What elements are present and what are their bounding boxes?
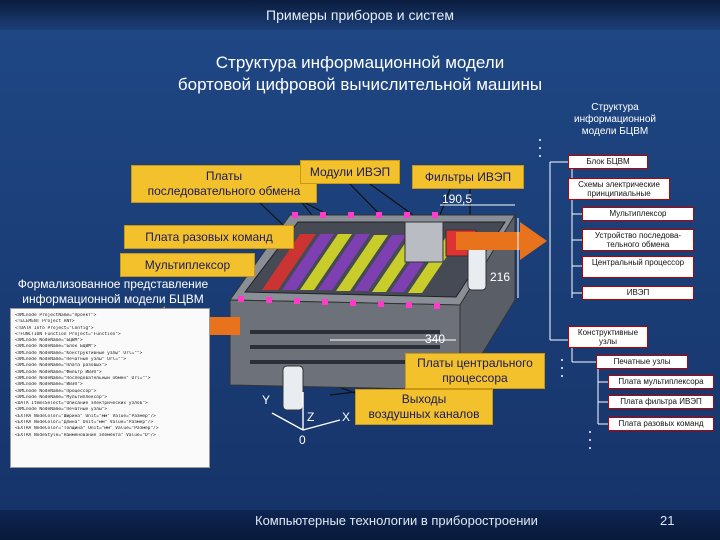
- callout-multiplexer: Мультиплексор: [120, 253, 255, 277]
- xml-line: <XMLnode NodeName="БЦВМ">: [15, 338, 83, 344]
- dimension-190-5: 190,5: [442, 192, 473, 206]
- callout-serial-boards-line2: последовательного обмена: [147, 184, 301, 198]
- slide-title-line2: бортовой цифровой вычислительной машины: [177, 75, 543, 94]
- callout-cpu-boards-line2: процессора: [442, 371, 508, 385]
- page-number: 21: [660, 513, 675, 528]
- xml-line: <DATA ItemsSelect="Описание электрически…: [15, 401, 148, 407]
- tree-node-printed-units[interactable]: Печатные узлы: [596, 355, 688, 369]
- xml-line: <EXTRA NodeColor="Длина" Unit="мм" Value…: [15, 420, 154, 426]
- tree-node-mux-board[interactable]: Плата мультиплексора: [608, 375, 714, 389]
- axis-z-label: Z: [307, 410, 315, 424]
- xml-line: <!DATA Info Project="Config">: [15, 325, 94, 331]
- callout-serial-boards: Платы последовательного обмена: [131, 165, 317, 203]
- slide-title-line1: Структура информационной модели: [215, 53, 505, 72]
- xml-line: <!ELEMENT Project ANY>: [15, 319, 75, 325]
- xml-line: <XMLnode NodeName="Процессор">: [15, 388, 97, 394]
- xml-line: <XMLnode NodeName="Печатные узлы" Url=""…: [15, 357, 127, 363]
- tree-node-ivep[interactable]: ИВЭП: [582, 286, 694, 300]
- header-bar: [0, 0, 720, 30]
- callout-air-outlets-line1: Выходы: [401, 392, 447, 406]
- formal-representation-title: Формализованное представление информацио…: [8, 277, 218, 307]
- xml-listing: <XMLnode ProjectName="Проект"> <!ELEMENT…: [10, 308, 210, 468]
- xml-line: <XMLnode NodeName="Последовательный обме…: [15, 375, 151, 381]
- callout-ivep-filters: Фильтры ИВЭП: [412, 165, 524, 189]
- slide-title: Структура информационной модели бортовой…: [150, 52, 570, 96]
- footer-bar: [0, 510, 720, 540]
- dimension-216: 216: [490, 270, 511, 284]
- xml-line: <XMLnode NodeName="Мультиплексор">: [15, 394, 108, 400]
- xml-line: <EXTRA NodeColor="Толщина" Unit="мм" Val…: [15, 426, 159, 432]
- xml-line: <XMLnode NodeName="Конструктивные узлы" …: [15, 350, 143, 356]
- axis-x-label: X: [342, 410, 351, 424]
- xml-line: <XMLnode NodeName="Фильтр ИВЭП">: [15, 369, 102, 375]
- callout-cpu-boards: Платы центрального процессора: [405, 353, 545, 389]
- axis-origin-label: 0: [299, 433, 306, 447]
- xml-line: <!FUNCTION Function Project="Function">: [15, 331, 121, 337]
- xml-line: <XMLnode NodeName="Блок БЦВМ">: [15, 344, 97, 350]
- tree-node-structural-units[interactable]: Конструктивные узлы: [568, 326, 648, 348]
- callout-air-outlets-line2: воздушных каналов: [368, 407, 480, 421]
- tree-node-cpu[interactable]: Центральный процессор: [582, 256, 694, 278]
- formal-line2: информационной модели БЦВМ: [22, 292, 204, 306]
- tree-node-multiplexer[interactable]: Мультиплексор: [582, 207, 694, 221]
- xml-line: <XMLnode NodeName="ИВЭП">: [15, 382, 83, 388]
- tree-title: Структура информационной модели БЦВМ: [560, 102, 670, 138]
- callout-serial-boards-line1: Платы: [205, 169, 243, 183]
- tree-node-block[interactable]: Блок БЦВМ: [568, 155, 648, 169]
- dimension-340: 340: [425, 332, 446, 346]
- tree-title-line1: Структура: [591, 102, 639, 113]
- tree-title-line2: информационной: [574, 114, 656, 125]
- header-title: Примеры приборов и систем: [266, 7, 454, 23]
- footer-text: Компьютерные технологии в приборостроени…: [255, 513, 538, 528]
- tree-node-ivep-filter-board[interactable]: Плата фильтра ИВЭП: [608, 395, 714, 409]
- callout-cpu-boards-line1: Платы центрального: [417, 356, 533, 370]
- callout-ivep-modules: Модули ИВЭП: [300, 160, 400, 184]
- xml-line: <XMLnode ProjectName="Проект">: [15, 313, 97, 318]
- xml-line: <EXTRA NodeColor="Ширина" Unit="мм" Valu…: [15, 413, 156, 419]
- tree-node-single-cmd-board[interactable]: Плата разовых команд: [608, 417, 714, 431]
- tree-node-schematics[interactable]: Схемы электрические принципиальные: [568, 178, 670, 200]
- callout-single-cmd-boards: Плата разовых команд: [124, 225, 294, 249]
- tree-title-line3: модели БЦВМ: [581, 126, 649, 137]
- airflow-out-arrow: [456, 222, 547, 260]
- board-stack: [262, 234, 460, 293]
- callout-air-outlets: Выходы воздушных каналов: [355, 389, 493, 425]
- axis-y-label: Y: [262, 393, 271, 407]
- xml-line: <XMLnode NodeName="Плата разовых">: [15, 363, 108, 369]
- xml-line: <XMLnode NodeName="Печатные узлы">: [15, 407, 108, 413]
- formal-line1: Формализованное представление: [17, 277, 209, 291]
- xml-line: <EXTRA NodeStyle="Наименование элемента"…: [15, 432, 156, 438]
- tree-node-serial-device[interactable]: Устройство последова-тельного обмена: [582, 229, 694, 251]
